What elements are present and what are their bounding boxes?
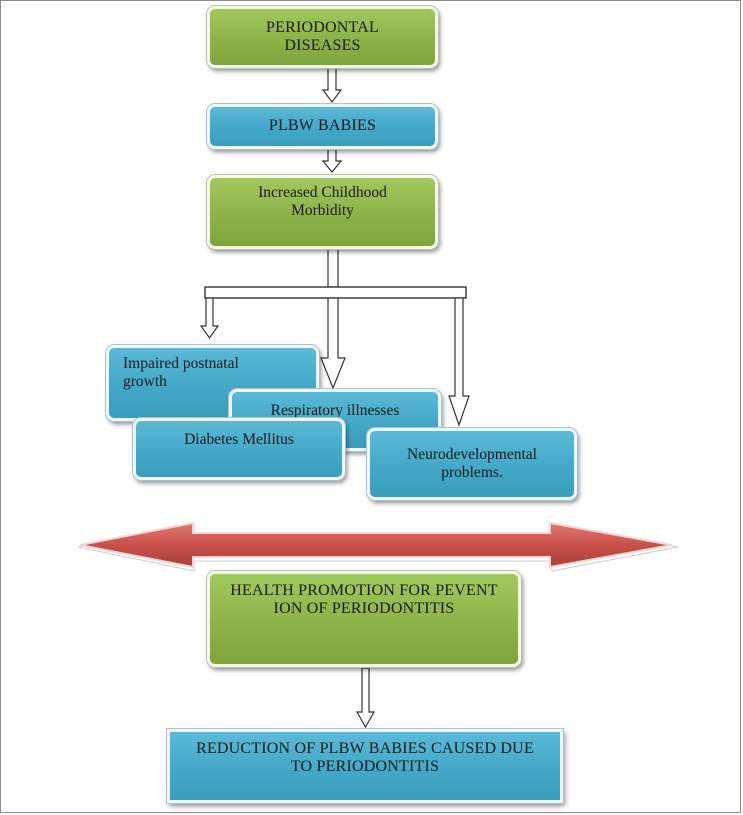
arrow-stem-morbidity xyxy=(327,248,339,288)
node-health-promotion: HEALTH PROMOTION FOR PEVENT ION OF PERIO… xyxy=(207,571,521,667)
node-reduction-label: REDUCTION OF PLBW BABIES CAUSED DUE TO P… xyxy=(196,740,534,776)
branch-bar xyxy=(204,286,467,299)
node-plbw-babies-label: PLBW BABIES xyxy=(268,117,377,135)
node-respiratory-label: Respiratory illnesses xyxy=(270,402,400,419)
arrow-promotion-to-reduction xyxy=(355,667,376,729)
node-health-promotion-label: HEALTH PROMOTION FOR PEVENT ION OF PERIO… xyxy=(230,582,498,618)
node-diabetes: Diabetes Mellitus xyxy=(133,418,345,480)
node-diabetes-label: Diabetes Mellitus xyxy=(184,431,294,448)
arrow-plbw-to-morbidity xyxy=(321,148,343,173)
node-increased-morbidity-label: Increased Childhood Morbidity xyxy=(258,184,387,219)
node-increased-morbidity: Increased Childhood Morbidity xyxy=(207,175,438,249)
arrow-branch-right xyxy=(448,297,470,427)
arrow-branch-left xyxy=(199,297,220,340)
node-reduction: REDUCTION OF PLBW BABIES CAUSED DUE TO P… xyxy=(167,729,563,803)
node-impaired-growth-label: Impaired postnatal growth xyxy=(123,355,239,390)
double-arrow xyxy=(77,521,679,572)
arrow-branch-center xyxy=(320,297,346,390)
arrow-diseases-to-plbw xyxy=(321,67,343,103)
node-periodontal-diseases-label: PERIODONTAL DISEASES xyxy=(266,18,379,54)
node-neurodevelopmental-label: Neurodevelopmental problems. xyxy=(407,446,537,481)
node-periodontal-diseases: PERIODONTAL DISEASES xyxy=(207,6,438,68)
node-plbw-babies: PLBW BABIES xyxy=(207,104,438,149)
node-neurodevelopmental: Neurodevelopmental problems. xyxy=(367,428,577,500)
